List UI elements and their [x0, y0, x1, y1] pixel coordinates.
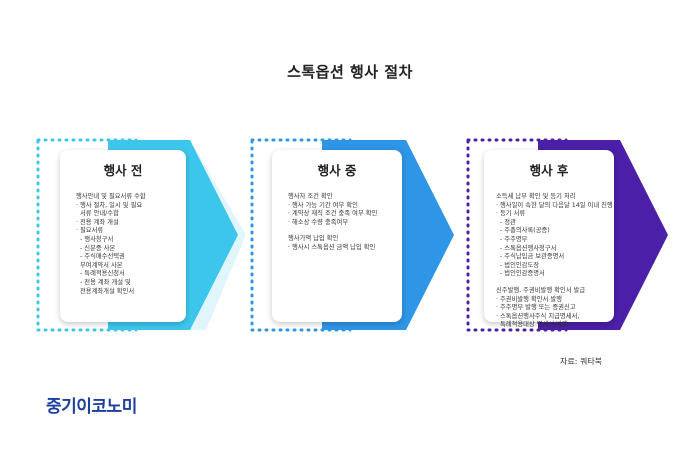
stage-3-line: - 정관	[496, 218, 516, 226]
stage-3-line: 소득세 납부 확인 및 등기 처리	[496, 193, 576, 200]
stage-card-body: 행사자 조건 확인· 행사 가능 기간 여부 확인· 계약상 재직 조건 충족 …	[272, 193, 402, 253]
stage-3-line: - 주식납입금 보관증명서	[496, 253, 565, 261]
stage-1-line: 부여계약서 사본	[76, 261, 123, 269]
stage-1-line: - 행사청구서	[76, 235, 114, 243]
stage-1-line: - 특례적용신청서	[76, 270, 125, 278]
stage-3-line: - 주주명부	[496, 235, 528, 243]
stage-card-1: 행사 전 행사안내 및 필요서류 수합· 행사 절차, 일시 및 필요 서류 안…	[60, 150, 186, 322]
stage-3-line: 특례적용대상 명세서 발행	[496, 321, 568, 329]
stage-2-line: · 행사 가능 기간 여부 확인	[288, 201, 358, 209]
stage-3-line: · 행사일이 속한 달의 다음달 14일 이내 진행	[496, 201, 613, 209]
stage-1-line: 행사안내 및 필요서류 수합	[76, 193, 146, 200]
stage-3-line: - 법인인감증명서	[496, 270, 545, 278]
stage-1-line: · 전용 계좌 개설	[76, 218, 119, 226]
source-note: 자료: 쿼타북	[560, 357, 603, 366]
stage-1-line: 서류 안내/수합	[76, 210, 119, 218]
stage-2-line: · 해소상 수량 충족여부	[288, 218, 349, 226]
stage-3-line: · 주주명부 발행 또는 증권신고	[496, 304, 576, 312]
stage-2-line: · 행사시 스톡옵션 금액 납입 확인	[288, 243, 376, 251]
diagram-title: 스톡옵션 행사 절차	[287, 63, 413, 81]
stage-1-line: - 신분증 사본	[76, 244, 116, 252]
stage-card-body: 행사안내 및 필요서류 수합· 행사 절차, 일시 및 필요 서류 안내/수합·…	[60, 193, 186, 296]
stage-1-line: · 필요서류	[76, 227, 104, 235]
stage-2-line: 행사가액 납입 확인	[288, 235, 339, 243]
stage-card-body: 소득세 납부 확인 및 등기 처리· 행사일이 속한 달의 다음달 14일 이내…	[484, 193, 614, 330]
stage-3-line: - 법인인감도장	[496, 261, 540, 269]
stage-2-dotted-frame	[250, 138, 352, 332]
stage-card-2: 행사 중 행사자 조건 확인· 행사 가능 기간 여부 확인· 계약상 재직 조…	[272, 150, 402, 322]
stage-1-line: 전용계좌개설 확인서	[76, 287, 135, 295]
stage-3-line: · 주권비발행 확인서 발행	[496, 295, 562, 303]
stage-3-line	[496, 279, 606, 287]
stage-card-title: 행사 중	[317, 163, 357, 178]
stage-3-dotted-frame	[466, 138, 568, 332]
stage-3-line: · 스톡옵션행사주식 지급명세서,	[496, 312, 580, 320]
stage-3-line: - 스톡옵션행사청구서	[496, 244, 557, 252]
stage-card-title: 행사 전	[103, 163, 143, 178]
stage-1-chevron-shadow	[190, 140, 246, 330]
stage-3-line: 신주발행, 주권비발행 확인서 발급	[496, 286, 586, 294]
stage-card-title: 행사 후	[529, 163, 569, 178]
stage-card-3: 행사 후 소득세 납부 확인 및 등기 처리· 행사일이 속한 달의 다음달 1…	[484, 150, 614, 328]
stage-2-line: 행사자 조건 확인	[288, 193, 333, 200]
stage-1-line: - 전용 계좌 개설 및	[76, 278, 131, 286]
stage-1-line: - 주식매수선택권	[76, 253, 125, 261]
stage-3-line: - 주총의사록(공증)	[496, 227, 550, 235]
stage-3-line: · 등기 서류	[496, 210, 526, 218]
stage-2-line: · 계약상 재직 조건 충족 여부 확인	[288, 210, 378, 218]
publisher-logo: 중기이코노미	[46, 397, 137, 417]
stage-1-line: · 행사 절차, 일시 및 필요	[76, 201, 143, 209]
stage-1-dotted-frame	[36, 138, 138, 332]
